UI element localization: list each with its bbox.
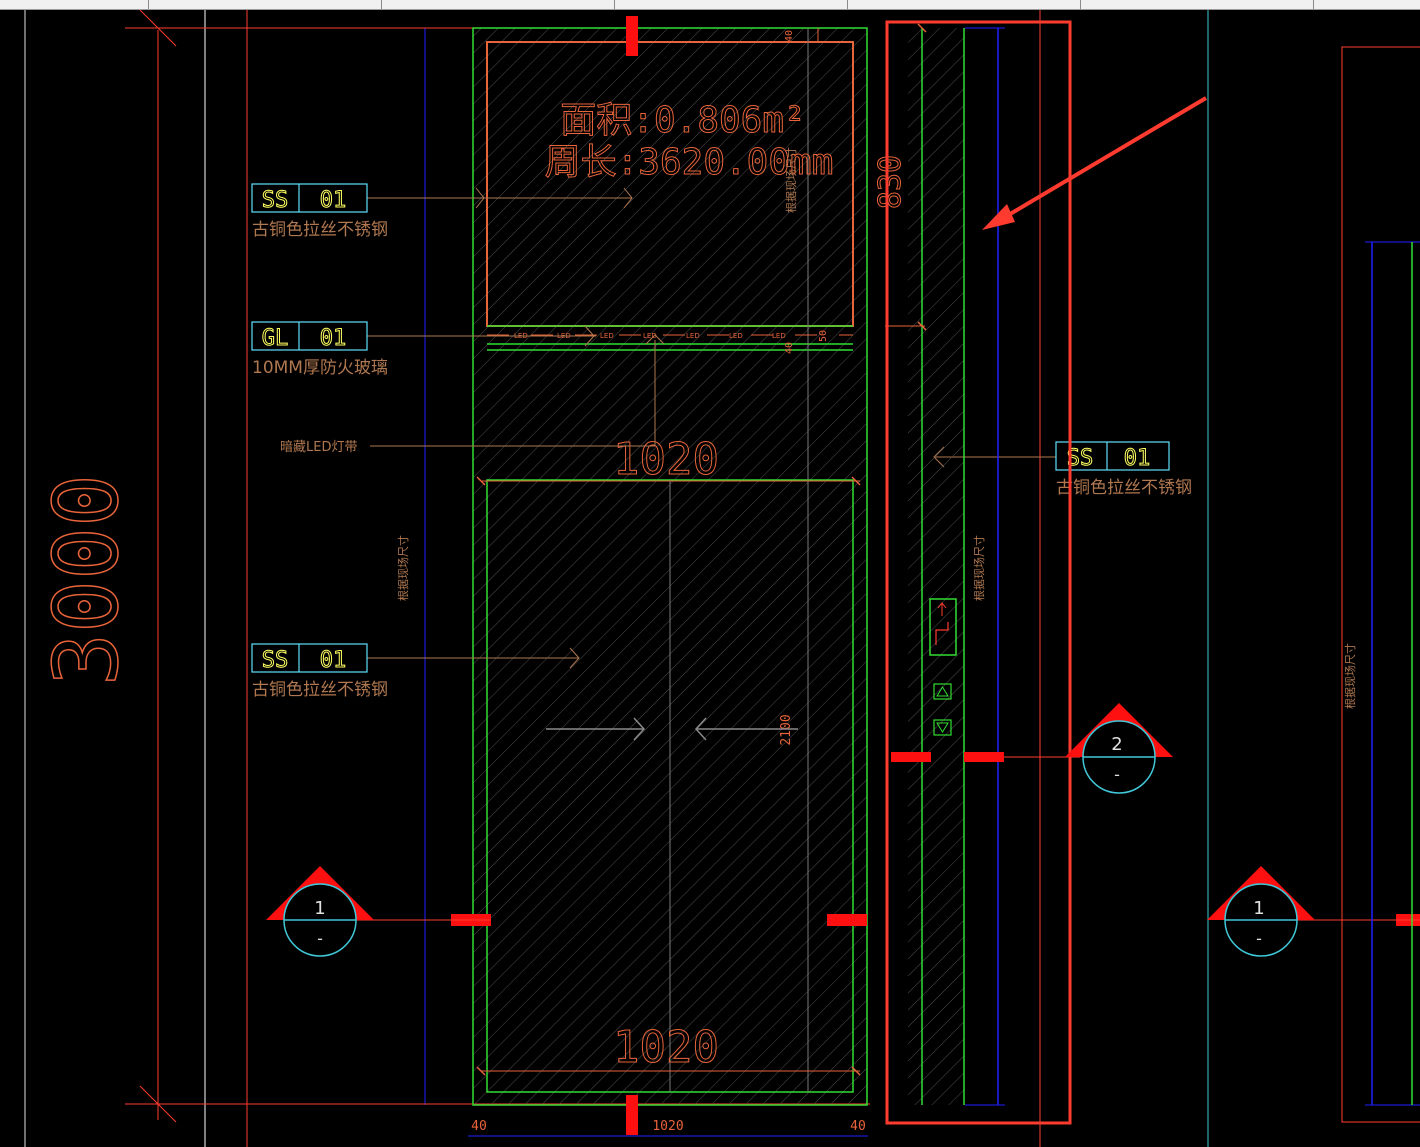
tag-description: 古铜色拉丝不锈钢 (252, 680, 388, 700)
up-button-icon (933, 683, 952, 700)
tag-description: 古铜色拉丝不锈钢 (252, 220, 388, 240)
section-number: 1 (314, 898, 325, 919)
cut-markers (451, 16, 1420, 1135)
transom-dim-40: 40 (784, 342, 795, 354)
down-button-icon (933, 719, 952, 736)
highlight-box (885, 20, 1072, 1125)
overall-dimension-ticks (139, 10, 177, 1123)
overall-height-label: 3000 (35, 474, 138, 686)
material-tag-gl-1[interactable]: GL 01 10MM厚防火玻璃 (251, 321, 388, 378)
site-size-note-transom: 根据现场尺寸 (784, 147, 798, 213)
tab-divider (1080, 0, 1081, 9)
tag-number: 01 (320, 326, 347, 351)
tag-number: 01 (320, 188, 347, 213)
width-dimension-lower: 1020 (613, 1022, 719, 1073)
led-label: LED (686, 332, 700, 340)
tag-description: 古铜色拉丝不锈钢 (1056, 478, 1192, 498)
section-sheet: - (317, 929, 323, 948)
width-dimension-upper: 1020 (613, 434, 719, 485)
site-size-note-right: 根据现场尺寸 (1343, 643, 1357, 709)
side-section[interactable]: 830 根据现场尺寸 (873, 23, 1080, 1106)
tag-code: SS (262, 188, 289, 213)
handle-icon (929, 598, 957, 656)
bottom-dim-left: 40 (471, 1119, 487, 1134)
bottom-dim-right: 40 (850, 1119, 866, 1134)
door-height-dim: 2100 (779, 714, 794, 745)
tag-code: GL (262, 326, 289, 351)
side-height-dim: 830 (873, 155, 908, 209)
section-number: 2 (1111, 734, 1122, 755)
material-tag-ss-2[interactable]: SS 01 古铜色拉丝不锈钢 (251, 643, 388, 700)
site-size-note-side: 根据现场尺寸 (972, 535, 986, 601)
material-tag-ss-1[interactable]: SS 01 古铜色拉丝不锈钢 (251, 183, 388, 240)
drawing-tab-strip[interactable] (0, 0, 1420, 10)
tag-leaders (367, 187, 1056, 669)
section-number: 1 (1253, 898, 1264, 919)
led-label: LED (772, 332, 786, 340)
door-elevation[interactable]: LED LED LED LED LED LED LED 面积:0.806m² 周… (468, 27, 868, 1137)
area-label: 面积:0.806m² (560, 100, 805, 141)
led-label: LED (643, 332, 657, 340)
door-arrows (546, 717, 798, 741)
tab-divider (148, 0, 149, 9)
adjacent-elevation: 根据现场尺寸 (1341, 46, 1420, 1123)
material-tag-ss-3[interactable]: SS 01 古铜色拉丝不锈钢 (1055, 441, 1192, 498)
perimeter-label: 周长:3620.00mm (545, 142, 834, 183)
led-label: LED (729, 332, 743, 340)
section-marker-1-left[interactable]: 1 - (266, 866, 374, 957)
site-size-note-left: 根据现场尺寸 (396, 535, 410, 601)
tab-divider (381, 0, 382, 9)
tab-divider (847, 0, 848, 9)
led-label: LED (600, 332, 614, 340)
section-marker-2[interactable]: 2 - (1065, 703, 1173, 794)
transom-dim-50: 50 (818, 330, 829, 342)
section-sheet: - (1114, 765, 1120, 784)
cad-drawing-canvas[interactable]: 3000 LED LED LED LED LED LED LED 面积:0.80… (0, 10, 1420, 1147)
tag-code: SS (262, 648, 289, 673)
top-dim-40: 40 (784, 30, 795, 42)
tag-description: 10MM厚防火玻璃 (252, 358, 388, 378)
bottom-dim-center: 1020 (652, 1119, 683, 1134)
tab-divider (1313, 0, 1314, 9)
tag-number: 01 (1124, 446, 1151, 471)
section-sheet: - (1256, 929, 1262, 948)
section-marker-1-right[interactable]: 1 - (1207, 866, 1315, 957)
tag-number: 01 (320, 648, 347, 673)
led-strip-note: 暗藏LED灯带 (280, 440, 357, 455)
tab-divider (614, 0, 615, 9)
annotation-arrow (982, 96, 1208, 230)
